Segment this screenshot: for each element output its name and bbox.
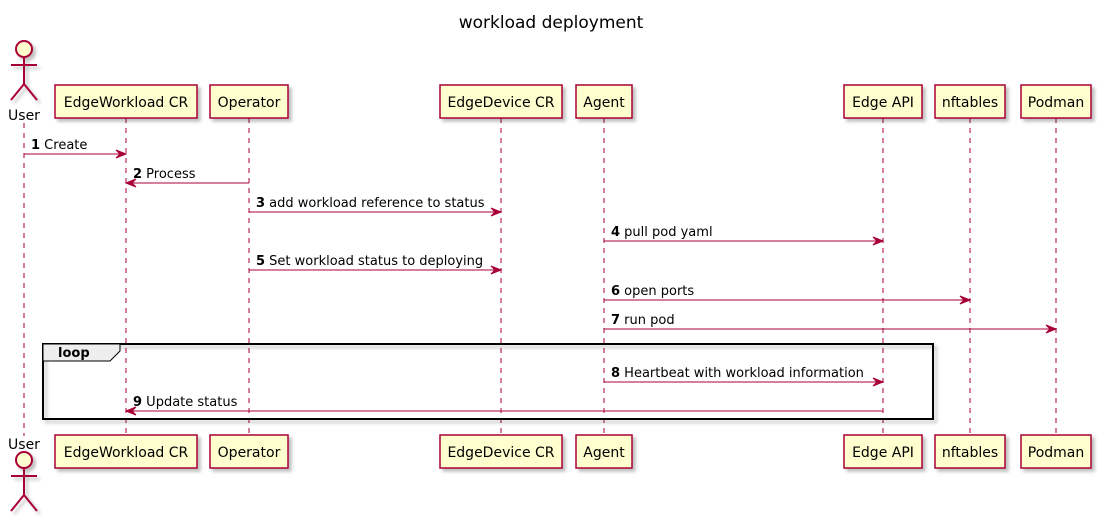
actor-label: User [8, 437, 40, 453]
message-number: 9 [133, 395, 142, 410]
message-number: 6 [611, 284, 620, 299]
participant-label: EdgeDevice CR [447, 95, 554, 111]
participant-label: Operator [218, 95, 281, 111]
participant-label: Edge API [852, 95, 914, 111]
message-text: Create [40, 138, 87, 153]
participant-edgedevice-cr: EdgeDevice CR [439, 434, 563, 469]
message-2: 2 Process [124, 167, 249, 188]
message-label: 6 open ports [611, 284, 694, 299]
message-number: 3 [256, 196, 265, 211]
actor-user: User [8, 437, 40, 512]
participant-edge-api: Edge API [843, 434, 923, 469]
message-text: Update status [142, 395, 238, 410]
message-1: 1 Create [24, 138, 128, 159]
message-label: 8 Heartbeat with workload information [611, 366, 864, 381]
message-text: run pod [620, 313, 675, 328]
message-text: Process [142, 167, 196, 182]
participant-agent: Agent [575, 434, 633, 469]
participant-label: nftables [942, 445, 998, 461]
participant-label: nftables [942, 95, 998, 111]
arrowhead [115, 149, 128, 159]
message-label: 2 Process [133, 167, 196, 182]
arrowhead [490, 207, 503, 217]
participant-label: Podman [1028, 95, 1085, 111]
message-5: 5 Set workload status to deploying [249, 254, 503, 275]
participant-nftables: nftables [934, 84, 1006, 119]
message-label: 3 add workload reference to status [256, 196, 485, 211]
message-text: add workload reference to status [265, 196, 485, 211]
arrowhead [959, 295, 972, 305]
participant-label: EdgeWorkload CR [64, 445, 189, 461]
message-number: 7 [611, 313, 620, 328]
message-label: 4 pull pod yaml [611, 225, 713, 240]
arrowhead [1045, 324, 1058, 334]
participant-label: EdgeWorkload CR [64, 95, 189, 111]
arrowhead [124, 406, 137, 416]
participant-label: EdgeDevice CR [447, 445, 554, 461]
participant-agent: Agent [575, 84, 633, 119]
arrowhead [872, 236, 885, 246]
message-3: 3 add workload reference to status [249, 196, 503, 217]
message-7: 7 run pod [604, 313, 1058, 334]
diagram-title: workload deployment [459, 13, 644, 33]
message-label: 7 run pod [611, 313, 675, 328]
participant-edge-api: Edge API [843, 84, 923, 119]
loop-label: loop [58, 346, 90, 361]
participant-label: Operator [218, 445, 281, 461]
participant-edgeworkload-cr: EdgeWorkload CR [54, 84, 198, 119]
participant-edgedevice-cr: EdgeDevice CR [439, 84, 563, 119]
arrowhead [124, 178, 137, 188]
arrowhead [872, 377, 885, 387]
actor-label: User [8, 108, 40, 124]
participant-edgeworkload-cr: EdgeWorkload CR [54, 434, 198, 469]
message-text: Heartbeat with workload information [620, 366, 864, 381]
arrowhead [490, 265, 503, 275]
message-8: 8 Heartbeat with workload information [604, 366, 885, 387]
message-number: 8 [611, 366, 620, 381]
participant-nftables: nftables [934, 434, 1006, 469]
message-number: 2 [133, 167, 142, 182]
message-text: open ports [620, 284, 694, 299]
message-text: pull pod yaml [620, 225, 713, 240]
message-number: 4 [611, 225, 620, 240]
participant-podman: Podman [1020, 434, 1092, 469]
participant-operator: Operator [209, 434, 289, 469]
participant-label: Agent [583, 445, 625, 461]
message-label: 9 Update status [133, 395, 238, 410]
participant-label: Podman [1028, 445, 1085, 461]
participant-podman: Podman [1020, 84, 1092, 119]
message-6: 6 open ports [604, 284, 972, 305]
message-text: Set workload status to deploying [265, 254, 483, 269]
message-label: 1 Create [31, 138, 87, 153]
message-number: 1 [31, 138, 40, 153]
participant-label: Edge API [852, 445, 914, 461]
participant-label: Agent [583, 95, 625, 111]
loop-frame: loop [42, 343, 934, 420]
message-9: 9 Update status [124, 395, 883, 416]
actor-user: User [8, 40, 40, 124]
message-number: 5 [256, 254, 265, 269]
participant-operator: Operator [209, 84, 289, 119]
message-4: 4 pull pod yaml [604, 225, 885, 246]
loop-tab [42, 343, 121, 362]
message-label: 5 Set workload status to deploying [256, 254, 483, 269]
